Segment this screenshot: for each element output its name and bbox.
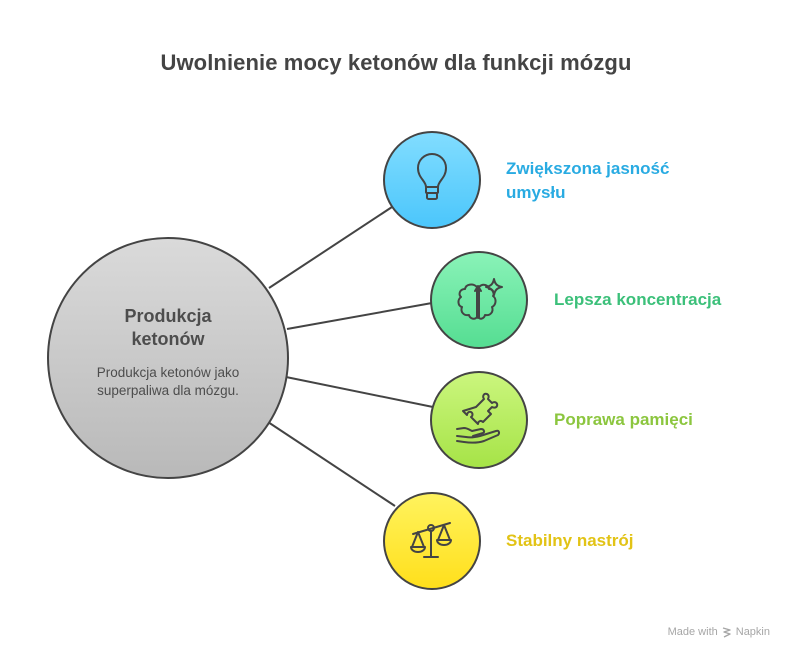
- puzzle-hand-icon: [456, 392, 501, 444]
- branch-label-1: Zwiększona jasność umysłu: [506, 157, 669, 205]
- connector-line-2: [286, 302, 433, 330]
- footer-made-with: Made with: [667, 626, 718, 638]
- lightbulb-icon: [417, 153, 447, 200]
- central-node-desc-line1: Produkcja ketonów jako: [96, 365, 240, 380]
- diagram-title: Uwolnienie mocy ketonów dla funkcji mózg…: [160, 50, 632, 75]
- branch-node-circle-3: [430, 371, 528, 469]
- branch-label-3-line1: Poprawa pamięci: [554, 410, 693, 429]
- branch-label-1-line1: Zwiększona jasność: [506, 159, 670, 178]
- branch-node-circle-1: [383, 131, 481, 229]
- branch-label-4-line1: Stabilny nastrój: [506, 531, 634, 550]
- connector-line-4: [267, 421, 396, 507]
- central-node: Produkcja ketonów Produkcja ketonów jako…: [68, 305, 268, 400]
- central-node-title-line2: ketonów: [131, 329, 205, 349]
- central-node-title-line1: Produkcja: [124, 306, 212, 326]
- branch-label-2-line1: Lepsza koncentracja: [554, 290, 722, 309]
- connector-line-3: [285, 376, 434, 408]
- central-node-desc-line2: superpaliwa dla mózgu.: [97, 383, 239, 398]
- footer-brand: Napkin: [735, 626, 770, 638]
- branch-label-1-line2: umysłu: [506, 183, 566, 202]
- central-node-description: Produkcja ketonów jako superpaliwa dla m…: [68, 364, 268, 400]
- connector-line-1: [268, 206, 393, 289]
- balance-scale-icon: [410, 522, 452, 558]
- brain-sparkle-icon: [457, 278, 503, 320]
- napkin-logo-icon: [722, 626, 731, 638]
- footer-attribution: Made with Napkin: [668, 626, 770, 638]
- central-node-circle: [47, 237, 289, 479]
- branch-label-3: Poprawa pamięci: [554, 408, 693, 432]
- branch-label-2: Lepsza koncentracja: [554, 288, 721, 312]
- central-node-title: Produkcja ketonów: [68, 305, 268, 351]
- branch-label-4: Stabilny nastrój: [506, 529, 634, 553]
